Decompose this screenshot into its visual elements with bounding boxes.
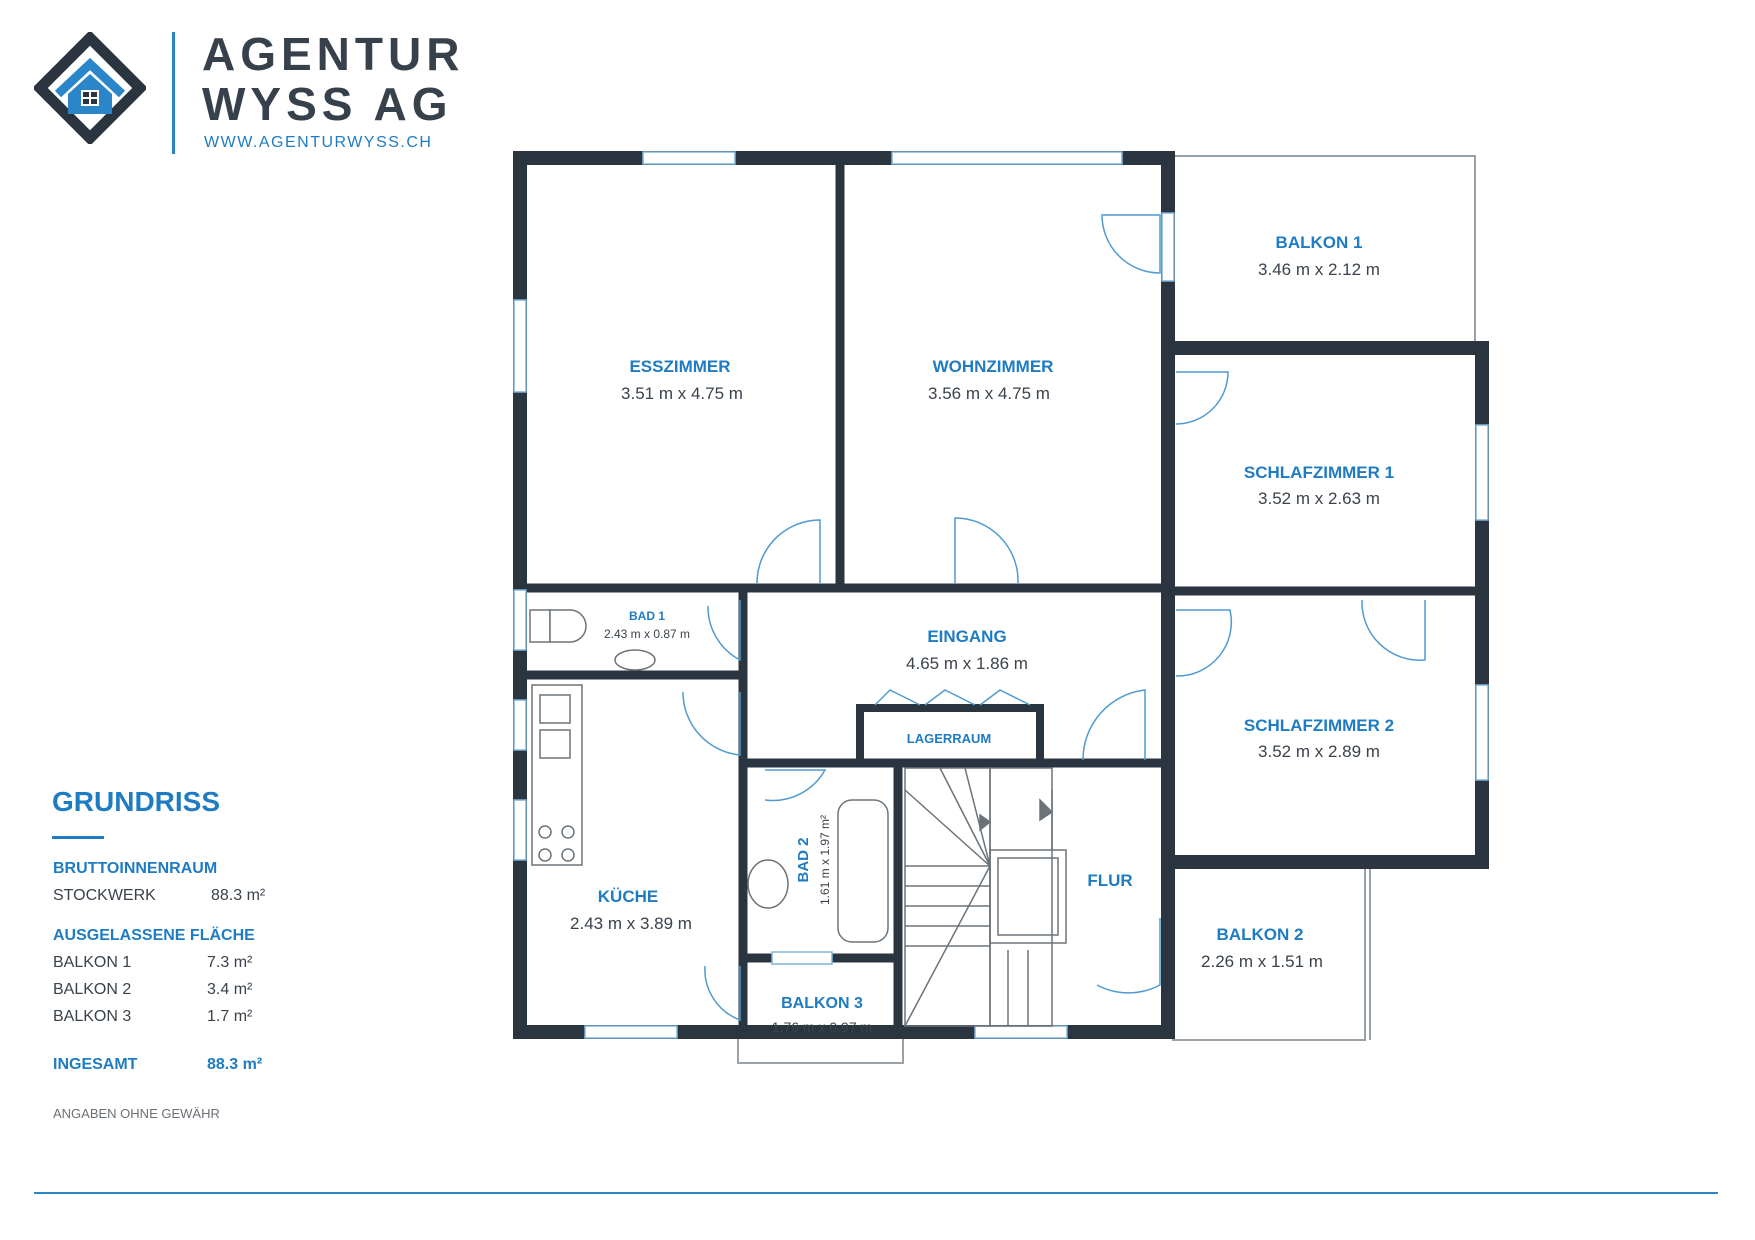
room-flur-name: FLUR: [1087, 871, 1132, 890]
legend-total-label: INGESAMT: [53, 1056, 138, 1073]
legend-title-underline: [52, 836, 104, 839]
brand-line-1: AGENTUR: [202, 28, 465, 80]
legend-total-value: 88.3 m²: [207, 1056, 263, 1073]
legend-row-value: 88.3 m²: [211, 887, 266, 904]
room-eingang-name: EINGANG: [927, 627, 1006, 646]
room-balkon3-dims: 1.76 m x 0.97 m: [772, 1019, 872, 1035]
logo-divider: [172, 32, 175, 154]
room-eingang-dims: 4.65 m x 1.86 m: [906, 654, 1028, 673]
staircase: [904, 767, 1054, 1027]
room-schlafzimmer2-dims: 3.52 m x 2.89 m: [1258, 742, 1380, 761]
room-esszimmer-name: ESSZIMMER: [629, 357, 730, 376]
room-wohnzimmer-name: WOHNZIMMER: [933, 357, 1054, 376]
room-kueche-name: KÜCHE: [598, 887, 658, 906]
room-bad1-dims: 2.43 m x 0.87 m: [604, 627, 690, 641]
legend-title: GRUNDRISS: [52, 786, 221, 817]
room-lagerraum-name: LAGERRAUM: [907, 731, 992, 746]
room-balkon1-name: BALKON 1: [1276, 233, 1363, 252]
room-balkon2-dims: 2.26 m x 1.51 m: [1201, 952, 1323, 971]
room-kueche-dims: 2.43 m x 3.89 m: [570, 914, 692, 933]
room-schlafzimmer2-name: SCHLAFZIMMER 2: [1244, 716, 1394, 735]
legend-group-heading: BRUTTOINNENRAUM: [53, 860, 218, 877]
footer-divider: [34, 1192, 1718, 1194]
legend-row-value: 1.7 m²: [207, 1008, 253, 1025]
house-logo-icon: [32, 30, 148, 146]
room-labels: ESSZIMMER 3.51 m x 4.75 m WOHNZIMMER 3.5…: [570, 233, 1394, 1035]
windows: [513, 151, 1489, 1039]
room-balkon3-name: BALKON 3: [781, 995, 863, 1012]
brand-logo: [32, 30, 148, 146]
room-schlafzimmer1-name: SCHLAFZIMMER 1: [1244, 463, 1394, 482]
brand-website: WWW.AGENTURWYSS.CH: [204, 134, 433, 151]
room-bad1-name: BAD 1: [629, 609, 665, 623]
disclaimer: ANGABEN OHNE GEWÄHR: [53, 1106, 220, 1121]
room-balkon2-name: BALKON 2: [1217, 925, 1304, 944]
legend-row-value: 7.3 m²: [207, 954, 253, 971]
room-schlafzimmer1-dims: 3.52 m x 2.63 m: [1258, 489, 1380, 508]
legend-row-label: STOCKWERK: [53, 887, 156, 904]
fixtures: [529, 609, 1067, 944]
legend-group-heading: AUSGELASSENE FLÄCHE: [53, 927, 255, 944]
legend-row-label: BALKON 2: [53, 981, 132, 998]
room-bad2-dims: 1.61 m x 1.97 m²: [818, 815, 832, 905]
room-bad2-name: BAD 2: [795, 837, 812, 882]
legend-row-label: BALKON 3: [53, 1008, 132, 1025]
legend-row-value: 3.4 m²: [207, 981, 253, 998]
legend-row-label: BALKON 1: [53, 954, 132, 971]
balcony-outlines: [737, 155, 1476, 1064]
door-swings: [682, 214, 1426, 1022]
room-wohnzimmer-dims: 3.56 m x 4.75 m: [928, 384, 1050, 403]
room-esszimmer-dims: 3.51 m x 4.75 m: [621, 384, 743, 403]
room-balkon1-dims: 3.46 m x 2.12 m: [1258, 260, 1380, 279]
brand-line-2: WYSS AG: [202, 78, 453, 130]
